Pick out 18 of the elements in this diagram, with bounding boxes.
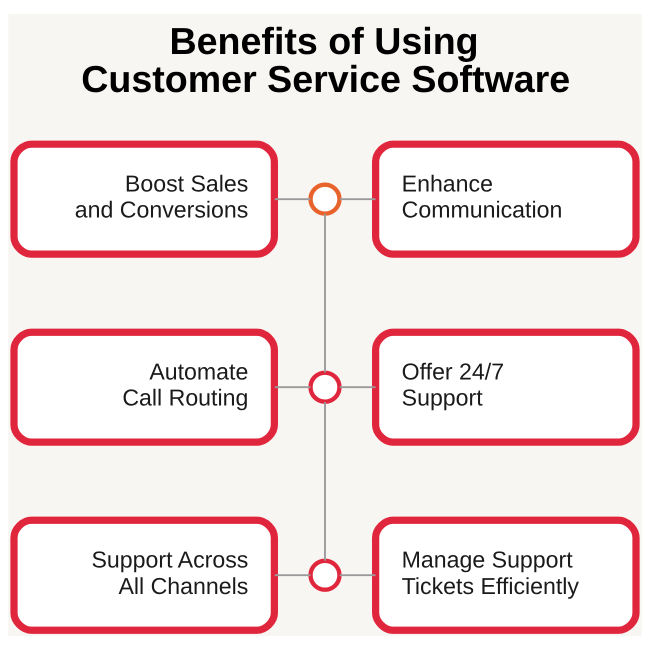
node-circle	[308, 558, 342, 592]
node-box: Manage Support Tickets Efficiently	[372, 516, 640, 634]
connector	[324, 214, 326, 373]
node-box: Offer 24/7 Support	[372, 328, 640, 446]
connector	[324, 402, 326, 561]
connector	[274, 574, 310, 576]
connector	[340, 574, 376, 576]
node-box: Support Across All Channels	[10, 516, 278, 634]
diagram-title: Benefits of Using Customer Service Software	[81, 20, 570, 100]
node-circle	[308, 182, 342, 216]
connector	[340, 386, 376, 388]
node-box: Automate Call Routing	[10, 328, 278, 446]
connector	[274, 386, 310, 388]
connector	[340, 198, 376, 200]
node-circle	[308, 370, 342, 404]
node-box: Boost Sales and Conversions	[10, 140, 278, 258]
connector	[274, 198, 310, 200]
node-box: Enhance Communication	[372, 140, 640, 258]
